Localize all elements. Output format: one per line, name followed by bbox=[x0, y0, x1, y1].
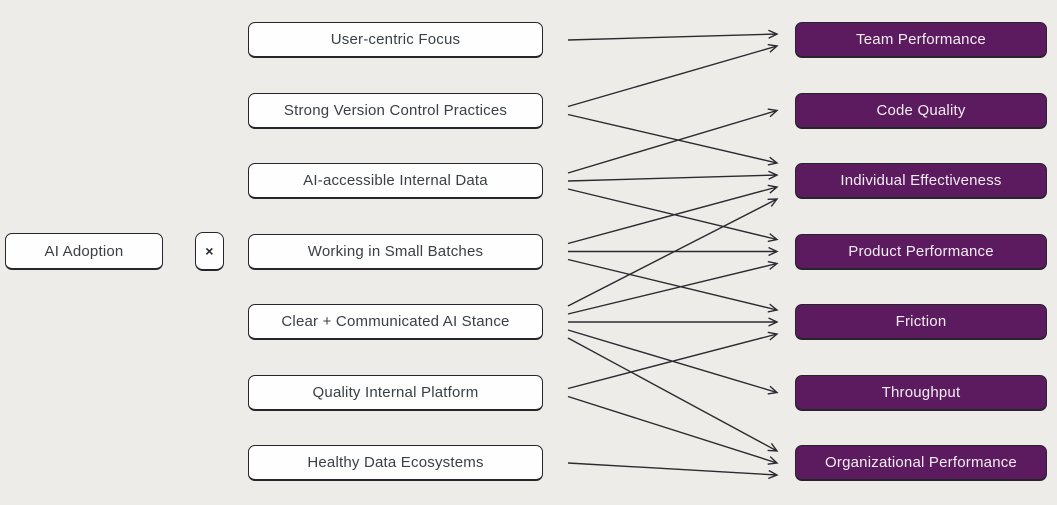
factor-node-label: Working in Small Batches bbox=[307, 242, 484, 260]
outcome-node-label: Organizational Performance bbox=[825, 454, 1017, 471]
factor-node-label: Quality Internal Platform bbox=[312, 383, 479, 401]
outcome-node-team-performance: Team Performance bbox=[795, 22, 1047, 58]
outcome-node-label: Code Quality bbox=[876, 101, 966, 119]
arrow-ai-accessible-internal-data-to-code-quality bbox=[567, 108, 779, 174]
outcome-node-throughput: Throughput bbox=[795, 374, 1047, 411]
arrow-healthy-data-ecosystems-to-organizational-performance bbox=[567, 462, 779, 480]
arrow-clear-communicated-ai-stance-to-individual-effectiveness bbox=[567, 198, 779, 307]
multiply-operator-icon: × bbox=[195, 232, 224, 271]
factor-node-label: Clear + Communicated AI Stance bbox=[281, 313, 510, 330]
factor-node-user-centric-focus: User-centric Focus bbox=[248, 22, 543, 58]
root-node-ai-adoption: AI Adoption bbox=[5, 233, 163, 270]
arrow-quality-internal-platform-to-friction bbox=[567, 331, 779, 390]
arrow-quality-internal-platform-to-organizational-performance bbox=[567, 395, 779, 465]
factor-node-healthy-data-ecosystems: Healthy Data Ecosystems bbox=[248, 445, 543, 481]
outcome-node-label: Team Performance bbox=[856, 31, 986, 48]
outcome-node-product-performance: Product Performance bbox=[795, 233, 1047, 270]
arrow-strong-version-control-practices-to-team-performance bbox=[567, 43, 779, 108]
outcome-node-friction: Friction bbox=[795, 304, 1047, 340]
root-node-label: AI Adoption bbox=[44, 242, 124, 260]
outcome-node-code-quality: Code Quality bbox=[795, 92, 1047, 129]
arrow-working-in-small-batches-to-friction bbox=[567, 258, 779, 313]
outcome-node-individual-effectiveness: Individual Effectiveness bbox=[795, 163, 1047, 199]
factor-node-working-in-small-batches: Working in Small Batches bbox=[248, 233, 543, 270]
outcome-node-label: Throughput bbox=[881, 383, 961, 401]
outcome-node-label: Individual Effectiveness bbox=[840, 172, 1002, 189]
outcome-node-organizational-performance: Organizational Performance bbox=[795, 445, 1047, 481]
arrow-ai-accessible-internal-data-to-product-performance bbox=[567, 188, 779, 243]
outcome-node-label: Friction bbox=[895, 313, 947, 330]
multiply-operator-glyph: × bbox=[205, 243, 214, 259]
arrow-ai-accessible-internal-data-to-individual-effectiveness bbox=[567, 170, 779, 182]
factor-node-label: AI-accessible Internal Data bbox=[303, 172, 488, 189]
factor-node-label: Healthy Data Ecosystems bbox=[307, 454, 484, 471]
factor-node-label: User-centric Focus bbox=[330, 31, 461, 48]
arrow-clear-communicated-ai-stance-to-organizational-performance bbox=[567, 337, 779, 452]
factor-node-ai-accessible-internal-data: AI-accessible Internal Data bbox=[248, 163, 543, 199]
arrow-working-in-small-batches-to-individual-effectiveness bbox=[567, 184, 779, 245]
factor-node-clear-communicated-ai-stance: Clear + Communicated AI Stance bbox=[248, 304, 543, 340]
arrow-user-centric-focus-to-team-performance bbox=[567, 29, 779, 41]
arrow-clear-communicated-ai-stance-to-product-performance bbox=[567, 260, 779, 315]
outcome-node-label: Product Performance bbox=[848, 242, 994, 260]
factor-node-quality-internal-platform: Quality Internal Platform bbox=[248, 374, 543, 411]
arrow-strong-version-control-practices-to-individual-effectiveness bbox=[567, 113, 779, 166]
factor-node-label: Strong Version Control Practices bbox=[283, 101, 508, 119]
factor-node-strong-version-control-practices: Strong Version Control Practices bbox=[248, 92, 543, 129]
